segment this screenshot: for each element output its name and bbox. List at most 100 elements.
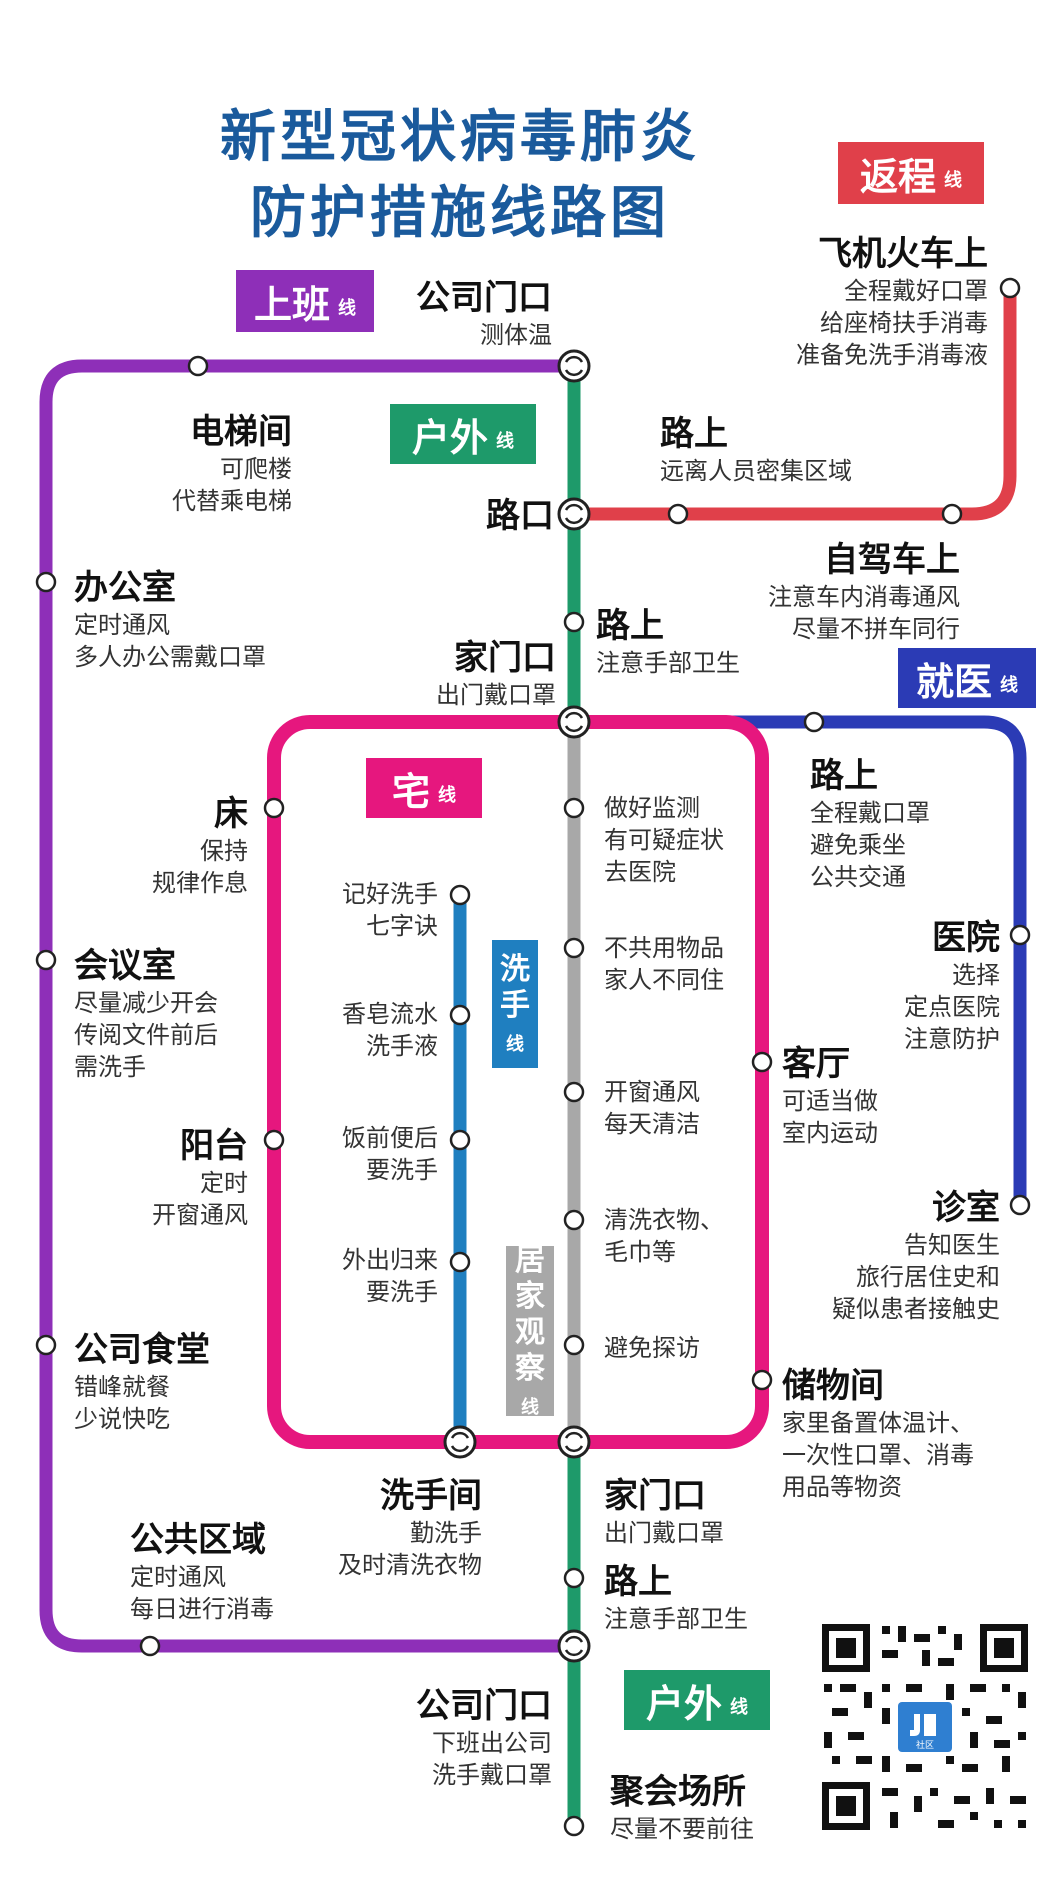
stop-company-gate-bottom: 公司门口 下班出公司 洗手戴口罩 <box>416 1678 552 1791</box>
stop-dot <box>187 355 209 377</box>
stop-name: 公司门口 <box>416 278 552 318</box>
line-tag-suffix: 线 <box>496 431 514 452</box>
stop-dot <box>563 937 585 959</box>
stop-dot <box>449 1251 471 1273</box>
interchange-icon <box>557 349 591 383</box>
work-line <box>39 359 574 1653</box>
stop-desc: 传阅文件前后 <box>74 1021 218 1049</box>
stop-dot <box>449 1004 471 1026</box>
qr-code[interactable]: 社区 <box>816 1618 1034 1836</box>
stop-name: 聚会场所 <box>610 1772 746 1812</box>
stop-desc: 需洗手 <box>74 1053 146 1081</box>
stop-desc: 记好洗手 <box>342 880 438 908</box>
stop-desc: 开窗通风 <box>152 1201 248 1229</box>
stop-desc: 注意车内消毒通风 <box>768 583 960 611</box>
stop-desc: 避免探访 <box>604 1334 700 1362</box>
page-subtitle: 防护措施线路图 <box>250 181 670 246</box>
line-tag-suffix: 线 <box>338 298 356 319</box>
stop-name: 公共区域 <box>130 1520 266 1560</box>
stop-self-drive: 自驾车上 注意车内消毒通风 尽量不拼车同行 <box>768 532 960 645</box>
stop-public-area: 公共区域 定时通风 每日进行消毒 <box>130 1512 274 1625</box>
stop-name: 公司门口 <box>416 1686 552 1726</box>
stop-desc: 毛巾等 <box>604 1238 676 1266</box>
stop-desc: 少说快吃 <box>74 1405 170 1433</box>
stop-desc: 规律作息 <box>152 869 248 897</box>
stop-desc: 每日进行消毒 <box>130 1595 274 1623</box>
stop-desc: 定时 <box>200 1169 248 1197</box>
stop-name: 办公室 <box>74 568 176 608</box>
stop-desc: 全程戴好口罩 <box>844 277 988 305</box>
medical-line <box>574 715 1027 1205</box>
stop-desc: 错峰就餐 <box>74 1373 170 1401</box>
stop-desc: 公共交通 <box>810 863 906 891</box>
stop-desc: 尽量减少开会 <box>74 989 218 1017</box>
stop-dot <box>563 1081 585 1103</box>
stop-desc: 尽量不拼车同行 <box>792 615 960 643</box>
stop-desc: 注意手部卫生 <box>604 1605 748 1633</box>
stop-home-gate-top: 家门口 出门戴口罩 <box>436 630 556 711</box>
stop-desc: 注意手部卫生 <box>596 649 740 677</box>
home-observation-stop: 清洗衣物、 毛巾等 <box>604 1204 724 1268</box>
stop-name: 客厅 <box>782 1044 850 1084</box>
stop-dot <box>751 1051 773 1073</box>
stop-hospital: 医院 选择 定点医院 注意防护 <box>904 910 1000 1055</box>
stop-desc: 可适当做 <box>782 1087 878 1115</box>
line-tag-suffix: 线 <box>506 1034 524 1055</box>
stop-dot <box>1009 1194 1031 1216</box>
stop-dot <box>449 884 471 906</box>
stop-desc: 保持 <box>200 837 248 865</box>
stop-name: 自驾车上 <box>824 540 960 580</box>
stop-dot <box>941 503 963 525</box>
stop-road-bottom: 路上 注意手部卫生 <box>604 1554 748 1635</box>
handwash-stop: 香皂流水 洗手液 <box>342 998 438 1062</box>
return-line <box>574 288 1017 521</box>
line-tag-suffix: 线 <box>438 785 456 806</box>
stop-dot <box>35 571 57 593</box>
interchange-icon <box>443 1425 477 1459</box>
qr-badge-text: 社区 <box>916 1739 934 1751</box>
line-tag-outdoor-top: 户外 线 <box>390 404 536 464</box>
stop-dot <box>35 949 57 971</box>
stop-washroom: 洗手间 勤洗手 及时清洗衣物 <box>338 1468 482 1581</box>
stop-road-green-top: 路上 注意手部卫生 <box>596 598 740 679</box>
line-tag-suffix: 线 <box>1000 675 1018 696</box>
home-observation-stop: 开窗通风 每天清洁 <box>604 1076 700 1140</box>
stop-dot <box>563 1815 585 1837</box>
stop-bed: 床 保持 规律作息 <box>152 786 248 899</box>
stop-desc: 外出归来 <box>342 1246 438 1274</box>
stop-desc: 家里备置体温计、 <box>782 1409 974 1437</box>
stop-desc: 出门戴口罩 <box>436 681 556 709</box>
stop-home-gate-bottom: 家门口 出门戴口罩 <box>604 1468 724 1549</box>
line-tag-suffix: 线 <box>730 1697 748 1718</box>
stop-desc: 下班出公司 <box>432 1729 552 1757</box>
stop-name: 路口 <box>486 496 554 536</box>
stop-desc: 香皂流水 <box>342 1000 438 1028</box>
stop-name: 飞机火车上 <box>818 234 988 274</box>
stop-clinic: 诊室 告知医生 旅行居住史和 疑似患者接触史 <box>832 1180 1000 1325</box>
stop-desc: 定时通风 <box>74 611 170 639</box>
stop-desc: 告知医生 <box>904 1231 1000 1259</box>
stop-desc: 定点医院 <box>904 993 1000 1021</box>
line-tag-char: 居 <box>515 1243 545 1278</box>
line-tag-suffix: 线 <box>521 1397 539 1418</box>
stop-balcony: 阳台 定时 开窗通风 <box>152 1118 248 1231</box>
stop-desc: 做好监测 <box>604 794 700 822</box>
stop-desc: 给座椅扶手消毒 <box>820 309 988 337</box>
line-tag-label: 户外 <box>645 1681 722 1726</box>
stop-desc: 全程戴口罩 <box>810 799 930 827</box>
stop-desc: 室内运动 <box>782 1119 878 1147</box>
stop-desc: 远离人员密集区域 <box>660 457 852 485</box>
stop-desc: 疑似患者接触史 <box>832 1295 1000 1323</box>
stop-desc: 准备免洗手消毒液 <box>796 341 988 369</box>
stop-meeting-room: 会议室 尽量减少开会 传阅文件前后 需洗手 <box>74 938 218 1083</box>
stop-dot <box>999 277 1021 299</box>
stop-road-return: 路上 远离人员密集区域 <box>660 406 852 487</box>
stop-gathering: 聚会场所 尽量不要前往 <box>610 1764 754 1845</box>
stop-elevator: 电梯间 可爬楼 代替乘电梯 <box>172 404 292 517</box>
handwash-stop: 记好洗手 七字诀 <box>342 878 438 942</box>
line-tag-suffix: 线 <box>944 170 962 191</box>
line-tag-char: 观 <box>515 1315 545 1350</box>
line-tag-char: 家 <box>515 1279 545 1314</box>
stop-road-medical: 路上 全程戴口罩 避免乘坐 公共交通 <box>810 748 930 893</box>
line-tag-char: 手 <box>500 988 530 1023</box>
